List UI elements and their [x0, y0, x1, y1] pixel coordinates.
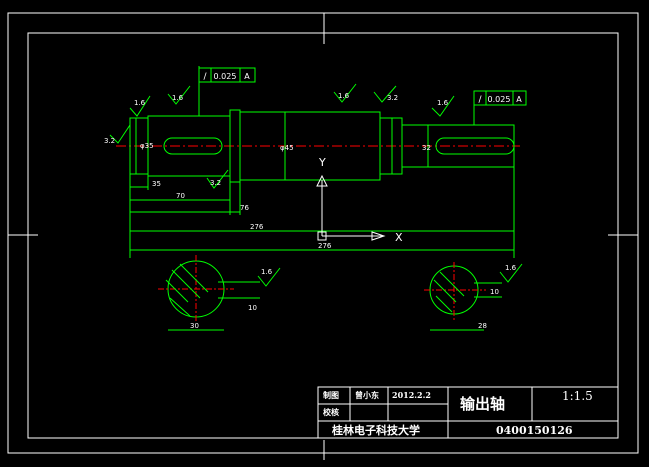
roughness-label: 1.6 — [437, 99, 449, 107]
dim-76: 76 — [240, 204, 249, 212]
dim-dia-mid: φ45 — [280, 144, 294, 152]
roughness-label: 1.6 — [134, 99, 146, 107]
title-block-drawn-date: 2012.2.2 — [392, 390, 431, 400]
dim-dia-right: 32 — [422, 144, 431, 152]
tolerance-value-right: 0.025 — [488, 95, 511, 104]
dimension-texts: 35 70 76 276 276 φ35 φ45 32 30 10 28 10 — [140, 142, 499, 330]
dim-276-upper: 276 — [250, 223, 264, 231]
roughness-label: 1.6 — [172, 94, 184, 102]
svg-text:/: / — [478, 95, 482, 105]
ucs-x-label: X — [395, 231, 403, 244]
drawing-number: 0400150126 — [496, 424, 573, 437]
title-block-checked-label: 校核 — [323, 407, 339, 417]
part-name: 输出轴 — [460, 395, 506, 413]
title-block-drawn-label: 制图 — [323, 390, 339, 400]
tolerance-value-left: 0.025 — [214, 72, 237, 81]
roughness-label: 3.2 — [104, 137, 115, 145]
school-name: 桂林电子科技大学 — [332, 424, 420, 437]
roughness-symbols — [109, 83, 523, 287]
dim-35: 35 — [152, 180, 161, 188]
datum-label-right: A — [516, 95, 522, 104]
keyway-right — [435, 137, 515, 155]
dim-section-left-depth: 10 — [248, 304, 257, 312]
dim-70: 70 — [176, 192, 185, 200]
datum-label-left: A — [244, 72, 250, 81]
dim-section-right-depth: 10 — [490, 288, 499, 296]
ucs-icon — [316, 174, 386, 241]
geo-tolerance-left[interactable]: / 0.025 A — [198, 67, 256, 83]
roughness-label: 1.6 — [505, 264, 517, 272]
section-view-left[interactable] — [158, 255, 260, 331]
title-block — [317, 386, 619, 439]
svg-text:/: / — [203, 72, 207, 82]
scale-label: 1:1.5 — [562, 389, 593, 403]
dim-total: 276 — [318, 242, 332, 250]
geo-tolerance-right[interactable]: / 0.025 A — [473, 90, 527, 106]
section-view-right[interactable] — [424, 262, 502, 331]
roughness-label: 1.6 — [338, 92, 350, 100]
dim-section-right-width: 28 — [478, 322, 487, 330]
keyway-left — [163, 137, 223, 155]
roughness-label: 3.2 — [210, 179, 221, 187]
shaft-main-view[interactable] — [129, 109, 515, 183]
roughness-label: 3.2 — [387, 94, 398, 102]
ucs-y-label: Y — [318, 156, 326, 169]
dim-dia-left: φ35 — [140, 142, 154, 150]
roughness-label: 1.6 — [261, 268, 273, 276]
roughness-labels: 1.6 1.6 1.6 1.6 1.6 1.6 3.2 3.2 3.2 — [104, 92, 517, 276]
title-block-drawn-name: 曾小东 — [355, 390, 379, 400]
dim-section-left-width: 30 — [190, 322, 199, 330]
